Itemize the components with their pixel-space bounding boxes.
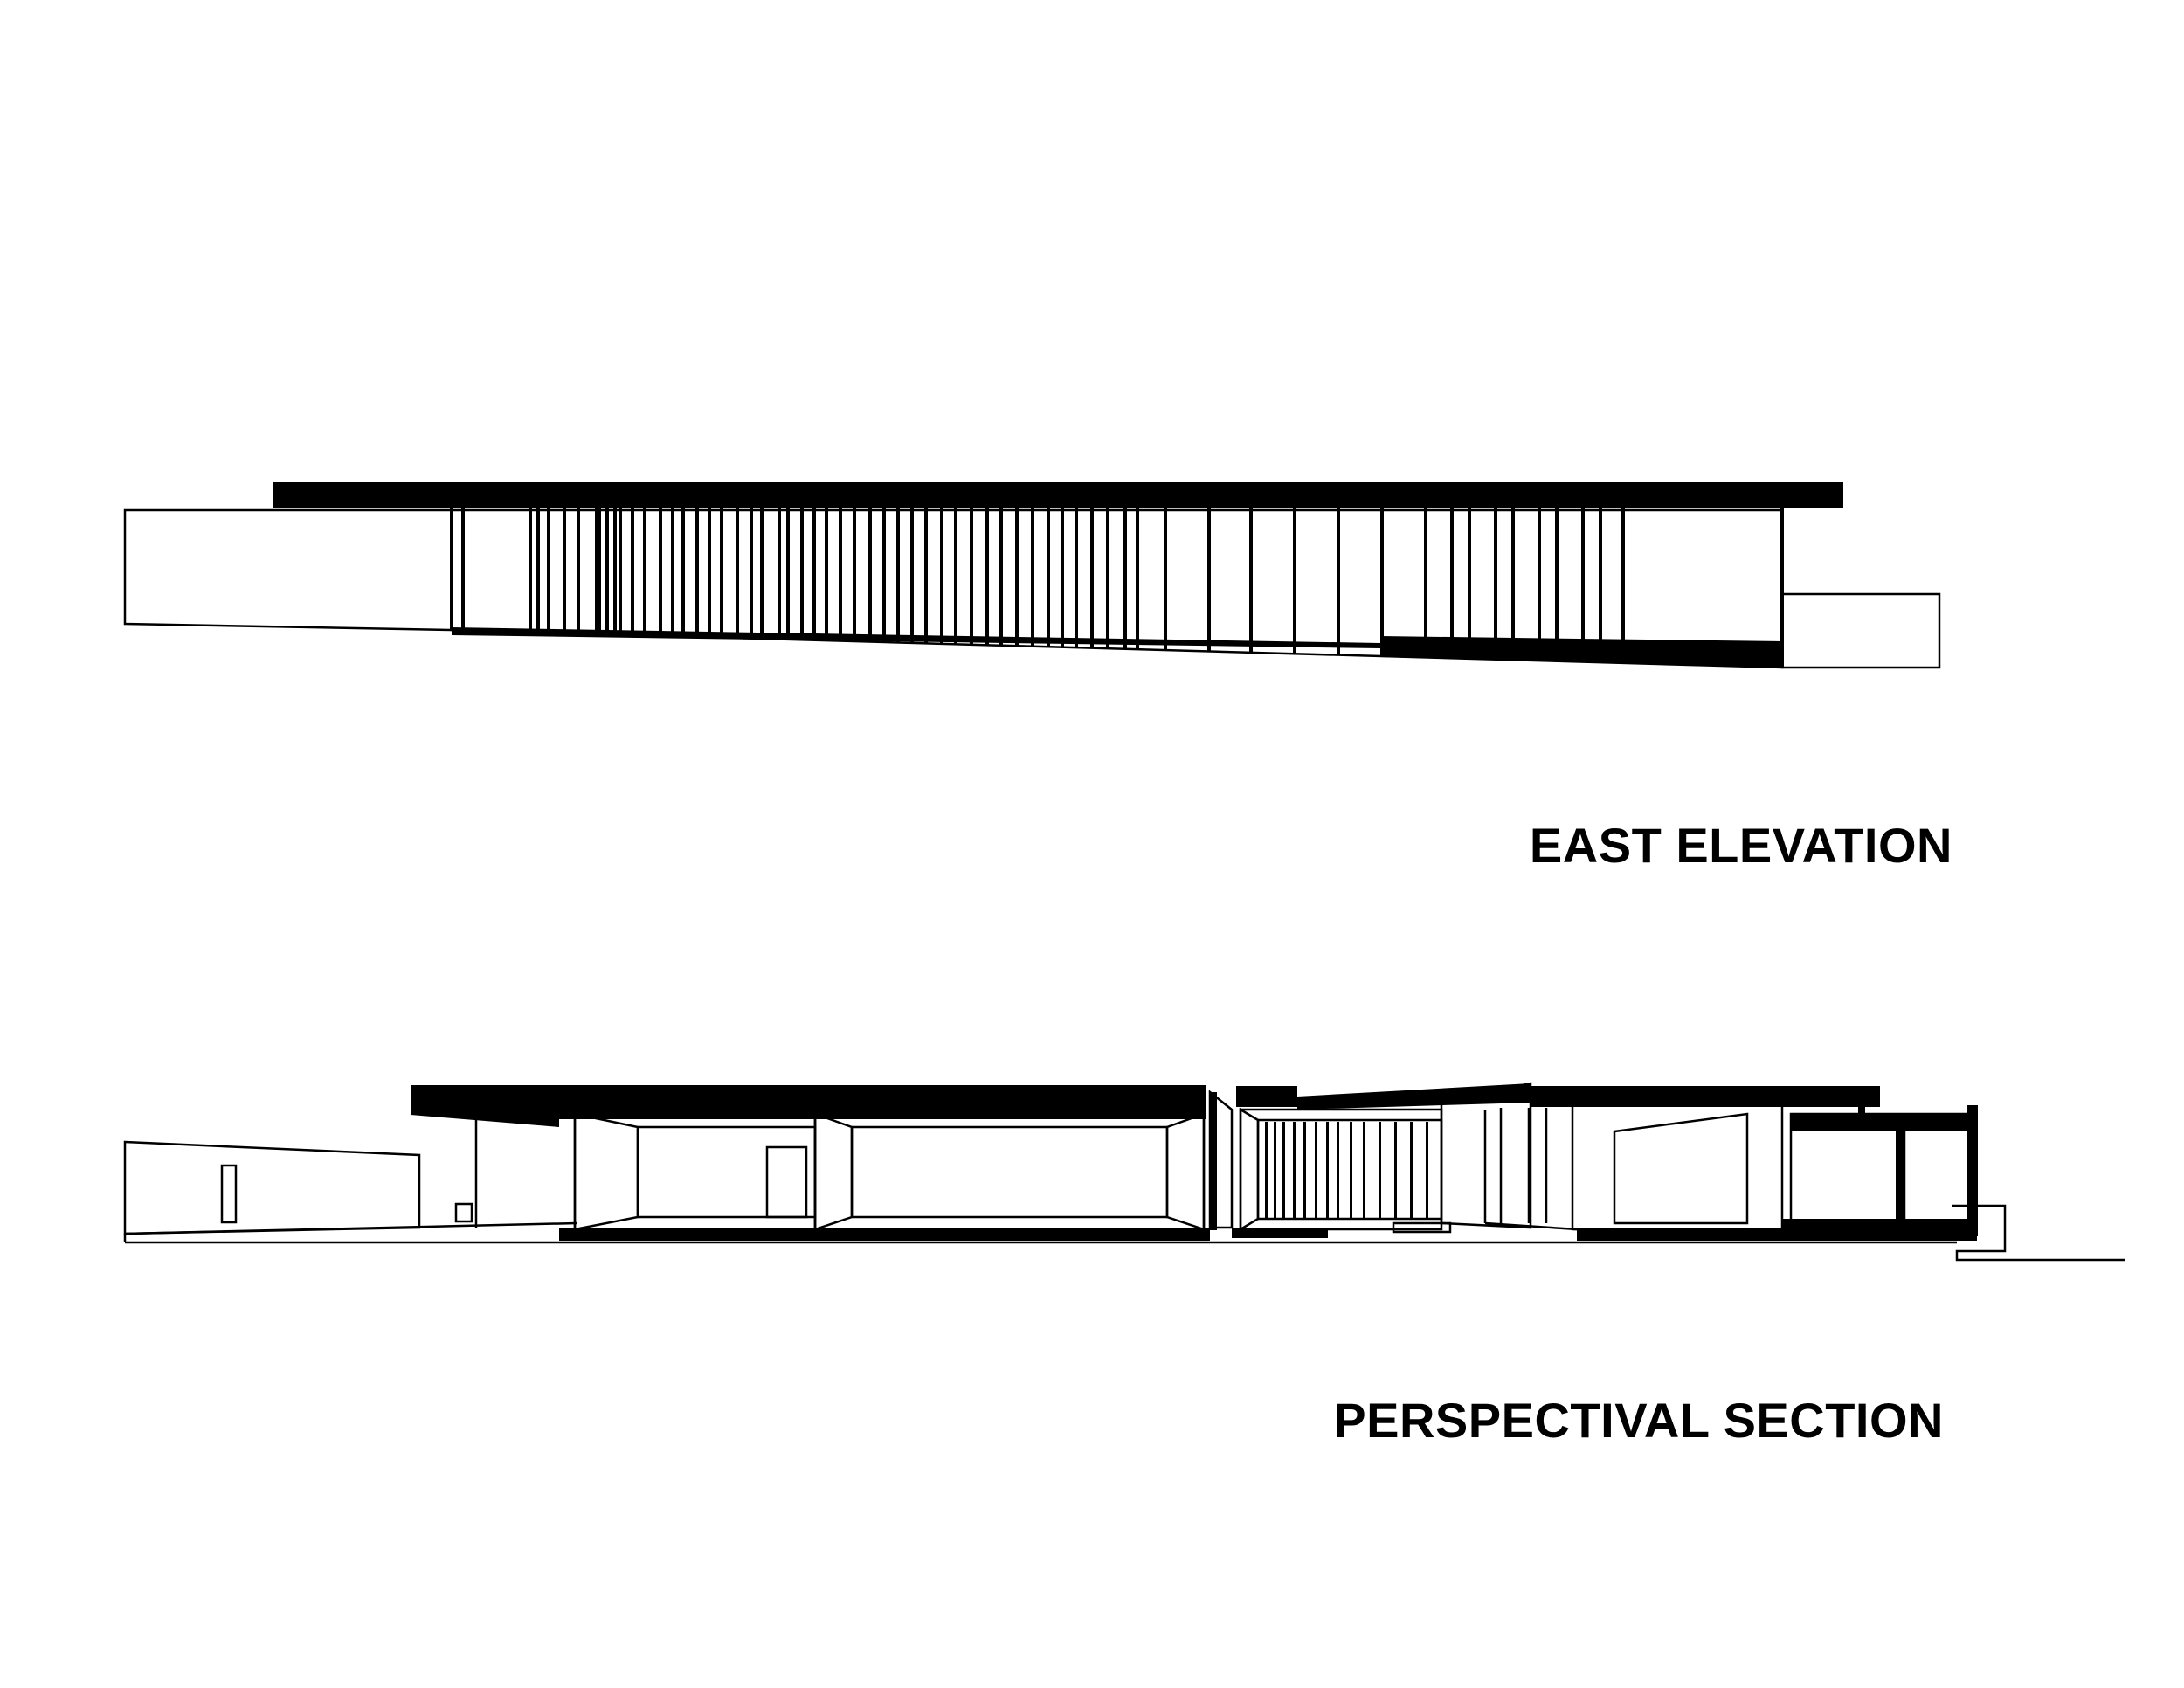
elevation-fin xyxy=(1450,508,1454,659)
elevation-fin xyxy=(924,508,928,644)
elevation-fin xyxy=(868,508,872,642)
elevation-fin xyxy=(563,508,566,633)
elevation-fin xyxy=(595,508,598,634)
elevation-fin xyxy=(605,508,609,635)
elevation-fin xyxy=(760,508,764,640)
elevation-fin xyxy=(910,508,914,643)
courtyard-fin xyxy=(1363,1122,1365,1218)
elevation-fin xyxy=(896,508,900,643)
elevation-fin xyxy=(1207,508,1211,652)
elevation-fin xyxy=(1494,508,1497,660)
section-roof-slab-3 xyxy=(1531,1086,1880,1107)
elevation-fin xyxy=(882,508,886,642)
elevation-fin xyxy=(1249,508,1253,653)
elevation-fin xyxy=(695,508,699,637)
courtyard-fin xyxy=(1426,1122,1428,1218)
courtyard-fin xyxy=(1394,1122,1397,1218)
elevation-fin xyxy=(577,508,580,634)
section-floor-slab-2 xyxy=(1577,1228,1977,1241)
elevation-fin xyxy=(643,508,646,636)
elevation-fin xyxy=(450,508,453,630)
courtyard-fin xyxy=(1326,1122,1329,1218)
elevation-fin xyxy=(999,508,1003,646)
elevation-fin xyxy=(825,508,828,641)
elevation-fin xyxy=(1164,508,1167,651)
elevation-fin xyxy=(659,508,662,636)
elevation-fin xyxy=(750,508,753,639)
elevation-fin xyxy=(536,508,540,633)
section-left-wall xyxy=(123,1140,421,1235)
elevation-fin xyxy=(1075,508,1078,648)
courtyard-fin xyxy=(1337,1122,1339,1218)
elevation-fin xyxy=(812,508,816,640)
section-room-3 xyxy=(1571,1101,1784,1231)
elevation-fin xyxy=(985,508,989,646)
elevation-fin xyxy=(1047,508,1050,647)
perspectival-section-caption: PERSPECTIVAL SECTION xyxy=(1333,1393,1944,1448)
elevation-fin xyxy=(778,508,781,640)
elevation-fin xyxy=(1061,508,1064,647)
elevation-fin xyxy=(1123,508,1127,649)
elevation-fin xyxy=(529,508,532,633)
elevation-fin xyxy=(1090,508,1094,648)
elevation-fin xyxy=(1538,508,1541,661)
elevation-fin xyxy=(839,508,842,641)
elevation-fin xyxy=(1599,508,1602,663)
elevation-fin xyxy=(853,508,856,642)
elevation-fin xyxy=(1337,508,1340,655)
courtyard-fin xyxy=(1350,1122,1352,1218)
elevation-fin xyxy=(736,508,739,639)
elevation-fin xyxy=(786,508,790,640)
courtyard-fin xyxy=(1265,1122,1268,1218)
section-left-door xyxy=(220,1164,238,1224)
courtyard-fin xyxy=(1282,1122,1285,1218)
elevation-fin xyxy=(1581,508,1585,662)
elevation-fin xyxy=(1380,508,1384,657)
courtyard-fin xyxy=(1315,1122,1317,1218)
elevation-fin xyxy=(800,508,804,640)
elevation-fin xyxy=(940,508,943,644)
elevation-roof-slab xyxy=(273,482,1843,508)
courtyard-fin xyxy=(1293,1122,1296,1218)
elevation-fin xyxy=(1031,508,1034,647)
elevation-fin xyxy=(631,508,634,635)
elevation-fin xyxy=(1468,508,1471,659)
section-roof-slab-2 xyxy=(1236,1086,1297,1107)
elevation-fin xyxy=(1621,508,1625,663)
elevation-fin xyxy=(1424,508,1427,658)
elevation-fin xyxy=(598,508,601,634)
elevation-fins xyxy=(450,508,1784,668)
elevation-fin xyxy=(954,508,957,645)
courtyard-fin xyxy=(1274,1122,1276,1218)
elevation-fin xyxy=(1555,508,1559,661)
section-room-2 xyxy=(813,1112,1206,1231)
east-elevation-caption: EAST ELEVATION xyxy=(1529,818,1952,873)
courtyard-fin xyxy=(1379,1122,1381,1218)
elevation-fin xyxy=(1780,508,1784,668)
elevation-fin xyxy=(1511,508,1515,661)
courtyard-fin xyxy=(1410,1122,1413,1218)
elevation-fin xyxy=(461,508,465,631)
elevation-fin xyxy=(681,508,685,637)
elevation-fin xyxy=(970,508,973,645)
elevation-fin xyxy=(1293,508,1296,654)
elevation-fin xyxy=(1106,508,1109,649)
elevation-fin xyxy=(1015,508,1019,647)
elevation-fin xyxy=(613,508,617,635)
courtyard-fin xyxy=(1303,1122,1306,1218)
section-annex-roof xyxy=(1791,1114,1974,1131)
elevation-fin xyxy=(1136,508,1139,650)
section-room-1 xyxy=(573,1112,817,1231)
elevation-fin xyxy=(720,508,723,638)
section-roof-slab-1 xyxy=(411,1085,1206,1109)
elevation-fin xyxy=(671,508,674,637)
elevation-fin xyxy=(619,508,622,635)
elevation-fin xyxy=(547,508,550,633)
section-floor-slab-1 xyxy=(559,1228,1210,1241)
elevation-fin xyxy=(708,508,711,638)
